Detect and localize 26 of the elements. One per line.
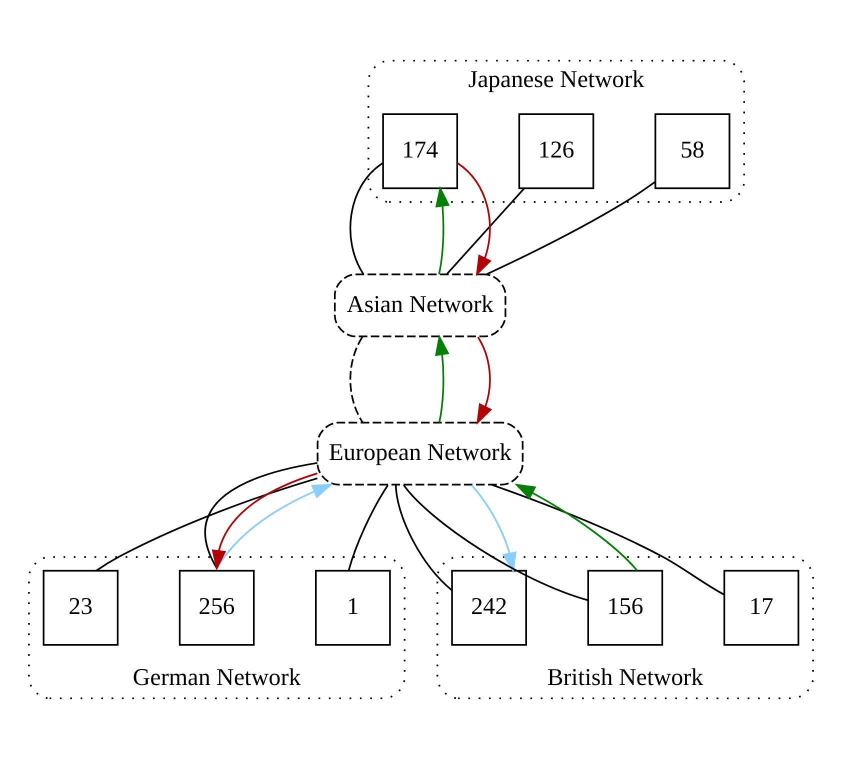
node-box: European Network	[316, 421, 524, 485]
node-box: 256	[178, 569, 255, 646]
connector	[394, 484, 453, 590]
arrow	[216, 483, 333, 568]
arrow	[457, 162, 492, 276]
node-box: 1	[315, 569, 391, 646]
node-box: 23	[42, 569, 119, 646]
node-box: 58	[654, 112, 730, 189]
arrow	[212, 472, 318, 570]
connector	[403, 484, 588, 601]
node-box: Asian Network	[334, 273, 506, 337]
arrow	[435, 186, 450, 274]
node-box: 242	[451, 569, 527, 646]
connector	[492, 483, 724, 595]
arrow	[435, 334, 450, 422]
connector	[486, 180, 656, 274]
node-box: 174	[382, 112, 458, 189]
connector	[204, 462, 318, 568]
arrow	[476, 336, 492, 424]
connector	[349, 336, 364, 422]
arrow	[471, 484, 517, 573]
connector	[348, 484, 389, 570]
node-box: 156	[587, 569, 664, 646]
node-box: 126	[518, 112, 594, 189]
connector	[446, 188, 525, 274]
node-box: 17	[723, 569, 800, 646]
